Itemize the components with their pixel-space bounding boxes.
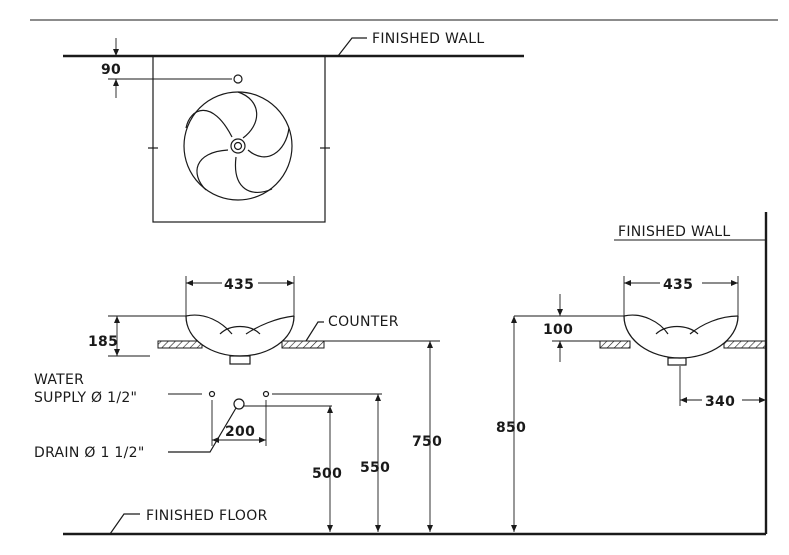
side-dim-100-value: 100 bbox=[543, 322, 573, 338]
counter-slab-left bbox=[157, 340, 203, 349]
supply-pipe-left bbox=[208, 390, 216, 398]
side-dim-435-value: 435 bbox=[663, 277, 693, 293]
finished-wall-leader-plan bbox=[337, 37, 367, 57]
faucet-hole-plan bbox=[233, 74, 243, 84]
side-elevation: FINISHED WALL 435 100 850 bbox=[496, 212, 768, 534]
dim-750-value: 750 bbox=[412, 434, 442, 450]
supply-pipe-right bbox=[262, 390, 270, 398]
front-elevation: 435 185 COUNTER WATER SUPPLY bbox=[34, 276, 442, 532]
dim-90-arrow-top bbox=[113, 49, 119, 56]
dim-90-value: 90 bbox=[101, 62, 121, 78]
side-counter-slab-right bbox=[723, 340, 767, 349]
dim-185-value: 185 bbox=[88, 334, 118, 350]
basin-profile-front bbox=[185, 314, 295, 365]
flower-basin-plan bbox=[183, 91, 293, 201]
water-supply-label-1: WATER bbox=[34, 372, 84, 388]
dim-90-arrow-bottom bbox=[113, 79, 119, 86]
counter-leader bbox=[305, 321, 324, 342]
counter-slab-right bbox=[281, 340, 325, 349]
basin-profile-side bbox=[623, 314, 739, 366]
dim-500-value: 500 bbox=[312, 466, 342, 482]
side-dim-340-value: 340 bbox=[705, 394, 735, 410]
dim-850-value: 850 bbox=[496, 420, 526, 436]
plan-view: FINISHED WALL 90 bbox=[63, 31, 524, 223]
side-counter-slab-left bbox=[599, 340, 631, 349]
finished-floor-leader bbox=[109, 513, 140, 535]
counter-label: COUNTER bbox=[328, 314, 399, 330]
drain-label: DRAIN Ø 1 1/2" bbox=[34, 445, 145, 461]
finished-floor-label: FINISHED FLOOR bbox=[146, 508, 268, 524]
counter-outline-plan bbox=[152, 55, 326, 223]
water-supply-label-2: SUPPLY Ø 1/2" bbox=[34, 390, 137, 406]
finished-wall-label-side: FINISHED WALL bbox=[618, 224, 730, 240]
dim-200-value: 200 bbox=[225, 424, 255, 440]
drain-pipe bbox=[233, 398, 245, 410]
drain-leader bbox=[168, 407, 237, 453]
dim-435-front-value: 435 bbox=[224, 277, 254, 293]
dim-550-value: 550 bbox=[360, 460, 390, 476]
finished-wall-label-plan: FINISHED WALL bbox=[372, 31, 484, 47]
